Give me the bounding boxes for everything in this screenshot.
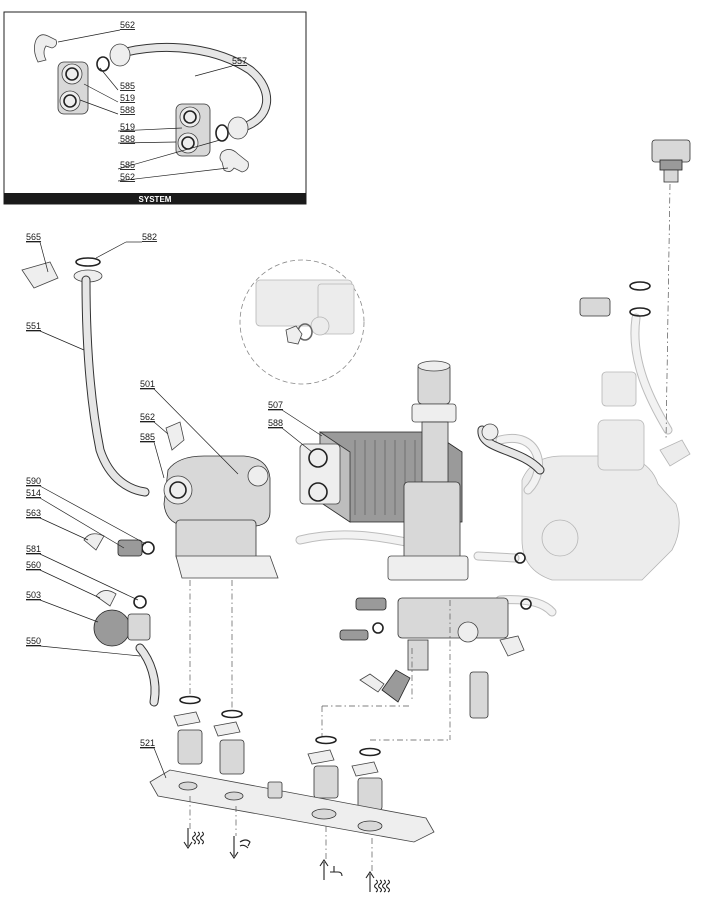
pipe-557-end-top bbox=[109, 43, 131, 67]
inset-title: SYSTEM bbox=[139, 195, 172, 204]
pipe-557-end-bottom bbox=[227, 116, 249, 140]
central-valve-stack bbox=[381, 360, 509, 703]
clip-562-top bbox=[34, 34, 57, 63]
label-521: 521 bbox=[140, 738, 155, 748]
inset-label-585-top: 585 bbox=[120, 81, 135, 91]
label-514: 514 bbox=[26, 488, 41, 498]
label-585: 585 bbox=[140, 432, 155, 442]
label-581: 581 bbox=[26, 544, 41, 554]
pressure-sensor-top-right bbox=[651, 139, 691, 441]
label-588: 588 bbox=[268, 418, 283, 428]
inset-label-557: 557 bbox=[232, 56, 247, 66]
label-503: 503 bbox=[26, 590, 41, 600]
inset-label-588-bottom: 588 bbox=[120, 134, 135, 144]
flow-return-icon bbox=[229, 836, 251, 859]
gas-in-icon bbox=[365, 871, 391, 893]
inset-title-bar bbox=[4, 193, 306, 204]
fittings-row bbox=[173, 580, 451, 811]
label-550: 550 bbox=[26, 636, 41, 646]
label-551: 551 bbox=[26, 321, 41, 331]
inset-label-585-bottom: 585 bbox=[120, 160, 135, 170]
small-fittings-center bbox=[339, 423, 545, 719]
label-563: 563 bbox=[26, 508, 41, 518]
inset-label-519-top: 519 bbox=[120, 93, 135, 103]
flow-out-icon bbox=[183, 828, 205, 849]
label-590: 590 bbox=[26, 476, 41, 486]
inset-label-562-top: 562 bbox=[120, 20, 135, 30]
clip-562-bottom bbox=[219, 149, 249, 173]
label-501: 501 bbox=[140, 379, 155, 389]
valve-503-assembly bbox=[83, 533, 160, 707]
clip-565 bbox=[21, 261, 59, 289]
diverter-body-501 bbox=[117, 421, 279, 579]
inset-label-562-bottom: 562 bbox=[120, 172, 135, 182]
ghost-detail-circle bbox=[239, 259, 365, 385]
mounting-bar-521 bbox=[149, 769, 435, 843]
inlet-pipe-551 bbox=[21, 257, 150, 497]
cold-water-in-icon bbox=[319, 859, 343, 880]
leader-lines bbox=[26, 241, 323, 779]
label-565: 565 bbox=[26, 232, 41, 242]
system-inset: SYSTEM bbox=[3, 11, 307, 205]
label-562: 562 bbox=[140, 412, 155, 422]
clip-right-upper bbox=[579, 281, 651, 317]
inset-label-519-bottom: 519 bbox=[120, 122, 135, 132]
inset-label-588-top: 588 bbox=[120, 105, 135, 115]
label-507: 507 bbox=[268, 400, 283, 410]
label-582: 582 bbox=[142, 232, 157, 242]
twin-connector-left bbox=[57, 61, 89, 115]
label-560: 560 bbox=[26, 560, 41, 570]
bar-dashlines bbox=[189, 796, 373, 872]
twin-connector-right bbox=[175, 103, 211, 157]
